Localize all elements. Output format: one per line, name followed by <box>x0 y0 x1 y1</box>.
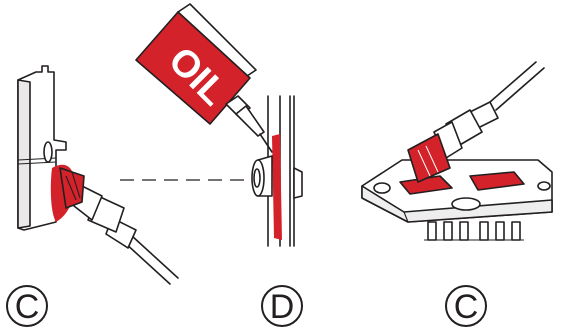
plate-top-view <box>361 159 553 241</box>
panel-left-cleaning <box>17 65 256 285</box>
oil-can: OIL <box>135 3 273 153</box>
shaft-assembly <box>251 95 303 247</box>
step-label-left: C <box>6 285 48 327</box>
step-letter-middle: D <box>270 288 295 326</box>
step-letter-left: C <box>15 288 40 326</box>
oil-can-body <box>135 11 251 125</box>
step-label-right: C <box>445 285 487 327</box>
step-letter-right: C <box>454 288 479 326</box>
oil-coat <box>272 134 282 240</box>
step-label-middle: D <box>261 285 303 327</box>
panel-right-cleaning <box>361 61 553 241</box>
panel-middle-oiling: OIL <box>135 3 303 247</box>
cleaning-brush-left <box>59 167 179 285</box>
cleaning-brush-right <box>407 61 545 183</box>
